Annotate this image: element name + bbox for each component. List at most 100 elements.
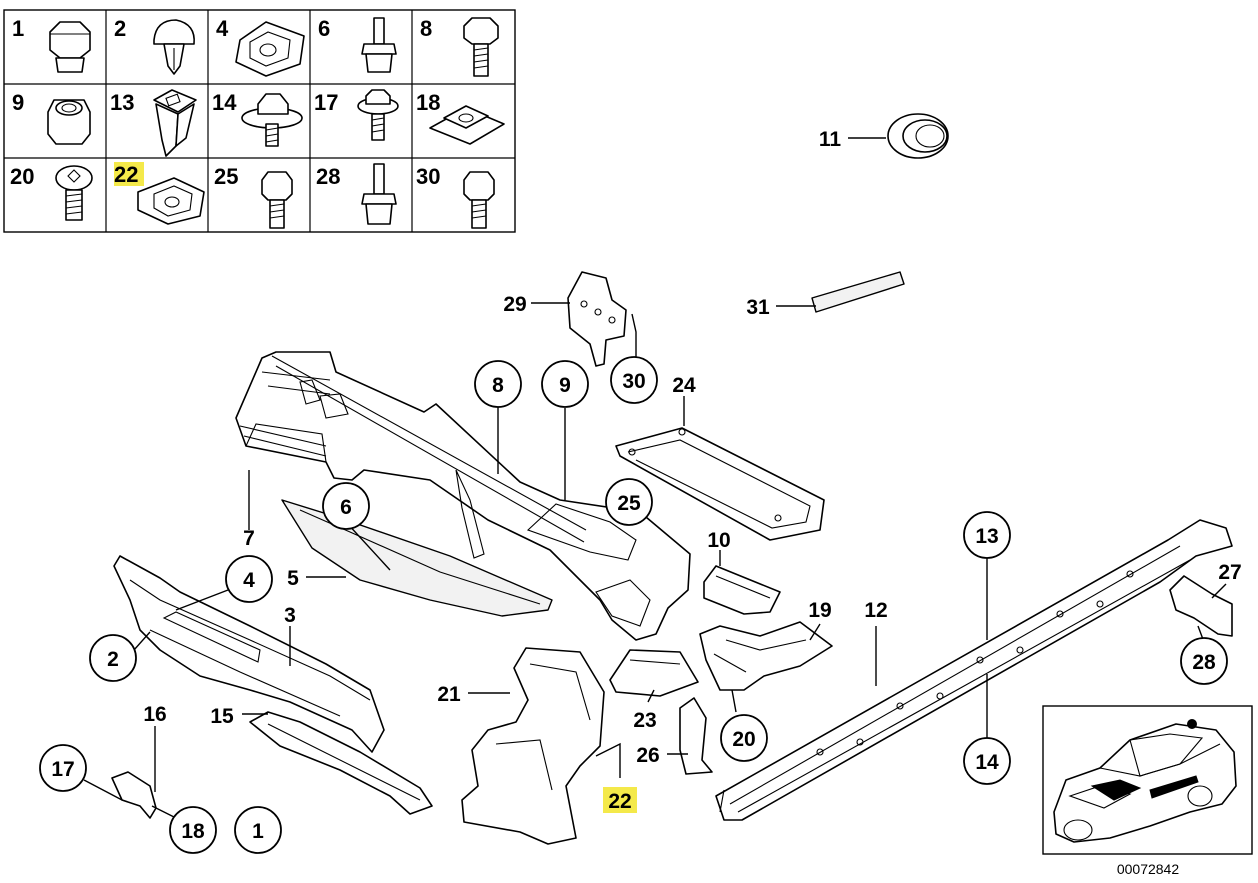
car-thumbnail [1042,705,1253,855]
table-cell-20: 20 [10,164,93,221]
svg-text:19: 19 [808,599,831,622]
callouts: 11 29 31 30 24 8 9 25 6 7 10 4 5 3 2 19 … [39,128,1242,854]
table-cell-14: 14 [212,90,303,147]
table-cell-number: 13 [110,90,134,115]
svg-text:12: 12 [864,599,887,622]
stud-icon [361,163,397,225]
square-nut-icon [153,89,197,157]
callout-17: 17 [39,744,87,792]
part-23-duct [609,649,699,697]
svg-text:17: 17 [51,758,74,781]
sill-dots [816,570,1134,756]
bolt-head-icon [49,21,91,73]
hex-bolt-icon [261,171,293,229]
part-7-carrier [235,351,691,641]
svg-text:22: 22 [608,790,631,813]
table-cell-30: 30 [416,164,495,229]
table-cell-number: 30 [416,164,440,189]
part-21-inner-panel [461,647,605,845]
callout-21: 21 [437,683,461,706]
part-10-bracket [703,565,781,615]
svg-text:21: 21 [437,683,461,706]
svg-text:28: 28 [1192,651,1216,674]
callout-14: 14 [963,737,1011,785]
table-cell-9: 9 [12,90,91,145]
table-cell-number: 14 [212,90,237,115]
part-24-crossmember [615,427,825,541]
callout-12: 12 [864,599,887,622]
part-29-bracket [567,271,627,367]
callout-10: 10 [707,529,730,552]
callout-16: 16 [143,703,166,726]
table-cell-17: 17 [314,89,399,141]
table-cell-2: 2 [114,16,195,75]
svg-text:29: 29 [503,293,526,316]
leader-lines [83,137,1227,819]
expanding-rivet-icon [153,19,195,75]
callout-31: 31 [746,296,770,319]
svg-text:5: 5 [287,567,299,590]
speed-nut-icon [429,105,505,145]
svg-text:8: 8 [492,374,504,397]
callout-24: 24 [672,374,696,397]
collar-screw-icon [241,93,303,147]
svg-text:14: 14 [975,751,999,774]
callout-23: 23 [633,709,656,732]
callout-18: 18 [169,806,217,854]
table-cell-8: 8 [420,16,499,77]
svg-text:30: 30 [622,370,645,393]
svg-text:4: 4 [243,569,255,592]
callout-22: 22 [603,787,637,813]
table-cell-number: 2 [114,16,126,41]
callout-13: 13 [963,511,1011,559]
svg-text:24: 24 [672,374,696,397]
table-cell-22: 22 [114,162,205,225]
svg-text:7: 7 [243,527,255,550]
table-cell-number: 6 [318,16,330,41]
callout-25: 25 [605,478,653,526]
part-26-bracket [679,697,713,775]
collar-screw-icon [357,89,399,141]
table-cell-number: 8 [420,16,432,41]
svg-text:16: 16 [143,703,166,726]
callout-30: 30 [610,356,658,404]
callout-28: 28 [1180,637,1228,685]
table-cell-18: 18 [416,90,505,145]
table-cell-number: 22 [114,162,138,187]
svg-text:2: 2 [107,648,119,671]
table-cell-number: 1 [12,16,24,41]
car-icon [1053,719,1237,843]
hex-bolt-icon [463,17,499,77]
table-cell-number: 17 [314,90,338,115]
callout-6: 6 [322,482,370,530]
svg-text:3: 3 [284,604,296,627]
part-12-side-sill [715,519,1233,821]
table-cell-number: 20 [10,164,34,189]
callout-2: 2 [89,634,137,682]
svg-text:1: 1 [252,820,264,843]
svg-text:26: 26 [636,744,659,767]
table-cell-13: 13 [110,89,197,157]
nut-icon [47,99,91,145]
stud-icon [361,17,397,73]
table-cell-4: 4 [216,16,305,77]
callout-19: 19 [808,599,831,622]
part-19-arch [699,621,833,691]
svg-text:15: 15 [210,705,234,728]
svg-text:18: 18 [181,820,205,843]
part-27-bracket [1169,575,1233,637]
table-cell-number: 25 [214,164,238,189]
svg-text:10: 10 [707,529,730,552]
callout-27: 27 [1218,561,1241,584]
callout-11: 11 [819,128,842,151]
callout-8: 8 [474,360,522,408]
svg-text:31: 31 [746,296,770,319]
table-cell-number: 28 [316,164,340,189]
clip-icon [235,21,305,77]
table-cell-number: 18 [416,90,440,115]
part-11-sleeve [887,113,949,159]
svg-text:20: 20 [732,728,755,751]
callout-4: 4 [225,555,273,603]
parts-table: 1 2 4 6 [3,9,516,233]
